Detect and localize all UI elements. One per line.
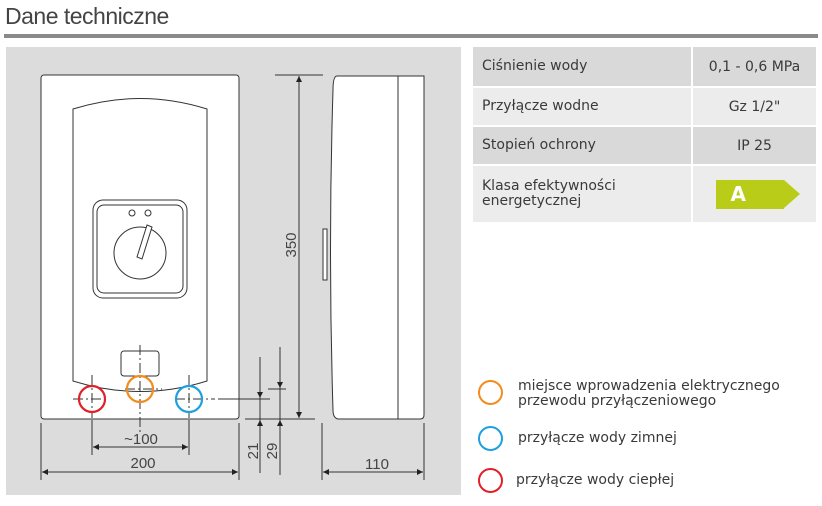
section-title: Dane techniczne bbox=[5, 3, 169, 29]
dim-height-label: 350 bbox=[283, 232, 300, 257]
indicator-light bbox=[144, 209, 152, 217]
spec-row: Przyłącze wodne Gz 1/2" bbox=[473, 88, 816, 125]
hot-water-connection bbox=[77, 384, 107, 414]
cold-water-connection bbox=[174, 384, 204, 414]
spec-row: Stopień ochrony IP 25 bbox=[473, 127, 816, 164]
spec-row: Klasa efektywności energetycznej A bbox=[473, 166, 816, 222]
energy-class-badge: A bbox=[715, 179, 800, 209]
spec-label: Klasa efektywności energetycznej bbox=[473, 166, 691, 222]
title-divider bbox=[4, 34, 818, 38]
dim-offset-b-label: 29 bbox=[264, 443, 281, 460]
spec-row: Ciśnienie wody 0,1 - 0,6 MPa bbox=[473, 47, 816, 86]
knob-pointer bbox=[136, 224, 153, 260]
dim-spacing-label: ~100 bbox=[124, 431, 158, 448]
spec-label: Stopień ochrony bbox=[473, 127, 691, 164]
orange-circle-icon bbox=[478, 380, 503, 405]
spec-value: 0,1 - 0,6 MPa bbox=[693, 47, 816, 86]
electric-cable-entry bbox=[125, 374, 155, 404]
dim-offset-a-label: 21 bbox=[245, 443, 262, 460]
heater-side-body bbox=[330, 75, 425, 420]
red-circle-icon bbox=[478, 468, 503, 493]
spec-value: IP 25 bbox=[693, 127, 816, 164]
spec-label: Przyłącze wodne bbox=[473, 88, 691, 125]
dim-width-label: 200 bbox=[130, 455, 155, 472]
dim-depth-label: 110 bbox=[365, 456, 389, 473]
spec-label: Ciśnienie wody bbox=[473, 47, 691, 86]
specs-table: Ciśnienie wody 0,1 - 0,6 MPa Przyłącze w… bbox=[473, 47, 816, 224]
side-mount-tab bbox=[322, 228, 328, 281]
spec-value: Gz 1/2" bbox=[693, 88, 816, 125]
legend-label: przyłącze wody ciepłej bbox=[516, 472, 675, 488]
indicator-light bbox=[128, 209, 136, 217]
legend-label: miejsce wprowadzenia elektrycznego przew… bbox=[518, 378, 780, 409]
blue-circle-icon bbox=[478, 426, 503, 451]
legend-label: przyłącze wody zimnej bbox=[518, 430, 677, 446]
